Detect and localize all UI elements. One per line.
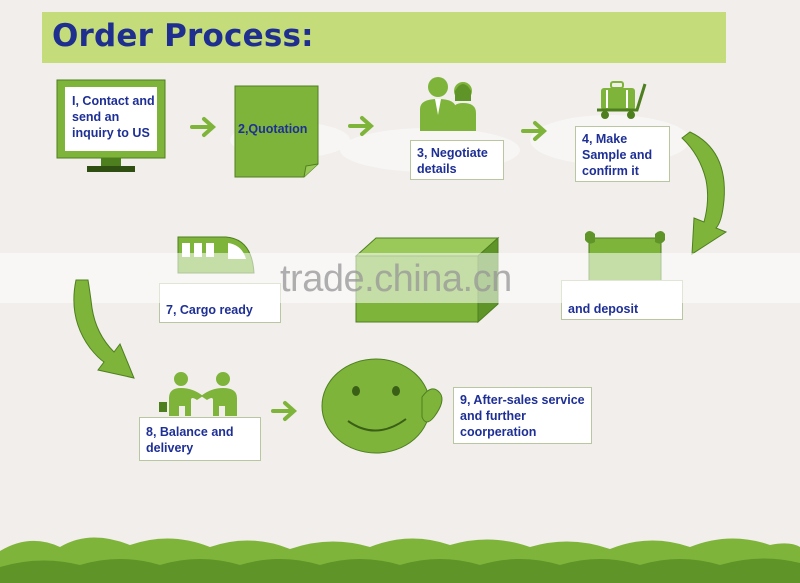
curved-arrow-down-icon [681, 131, 728, 255]
step-8-label: 8, Balance and delivery [139, 417, 261, 461]
people-icon [420, 77, 476, 131]
step-2-label: 2,Quotation [238, 122, 308, 136]
curved-arrow-down-icon [73, 279, 135, 379]
step-3-label: 3, Negotiate details [410, 140, 504, 180]
title-bar: Order Process: [42, 12, 726, 63]
smiley-icon [321, 358, 443, 454]
page-title: Order Process: [52, 18, 314, 54]
arrow-right-icon [348, 116, 375, 136]
monitor-icon [56, 79, 166, 172]
document-icon [234, 85, 319, 178]
bottom-hills-decoration [0, 537, 800, 583]
watermark-band [0, 253, 800, 303]
watermark-text: trade.china.cn [280, 258, 512, 300]
luggage-cart-icon [597, 81, 647, 119]
arrow-right-icon [521, 121, 548, 141]
step-9-label: 9, After-sales service and further coorp… [453, 387, 592, 444]
arrow-right-icon [271, 401, 298, 421]
step-1-label: I, Contact and send an inquiry to US [72, 94, 155, 140]
handshake-people-icon [159, 372, 237, 416]
arrow-right-icon [190, 117, 217, 137]
step-4-label: 4, Make Sample and confirm it [575, 126, 670, 182]
